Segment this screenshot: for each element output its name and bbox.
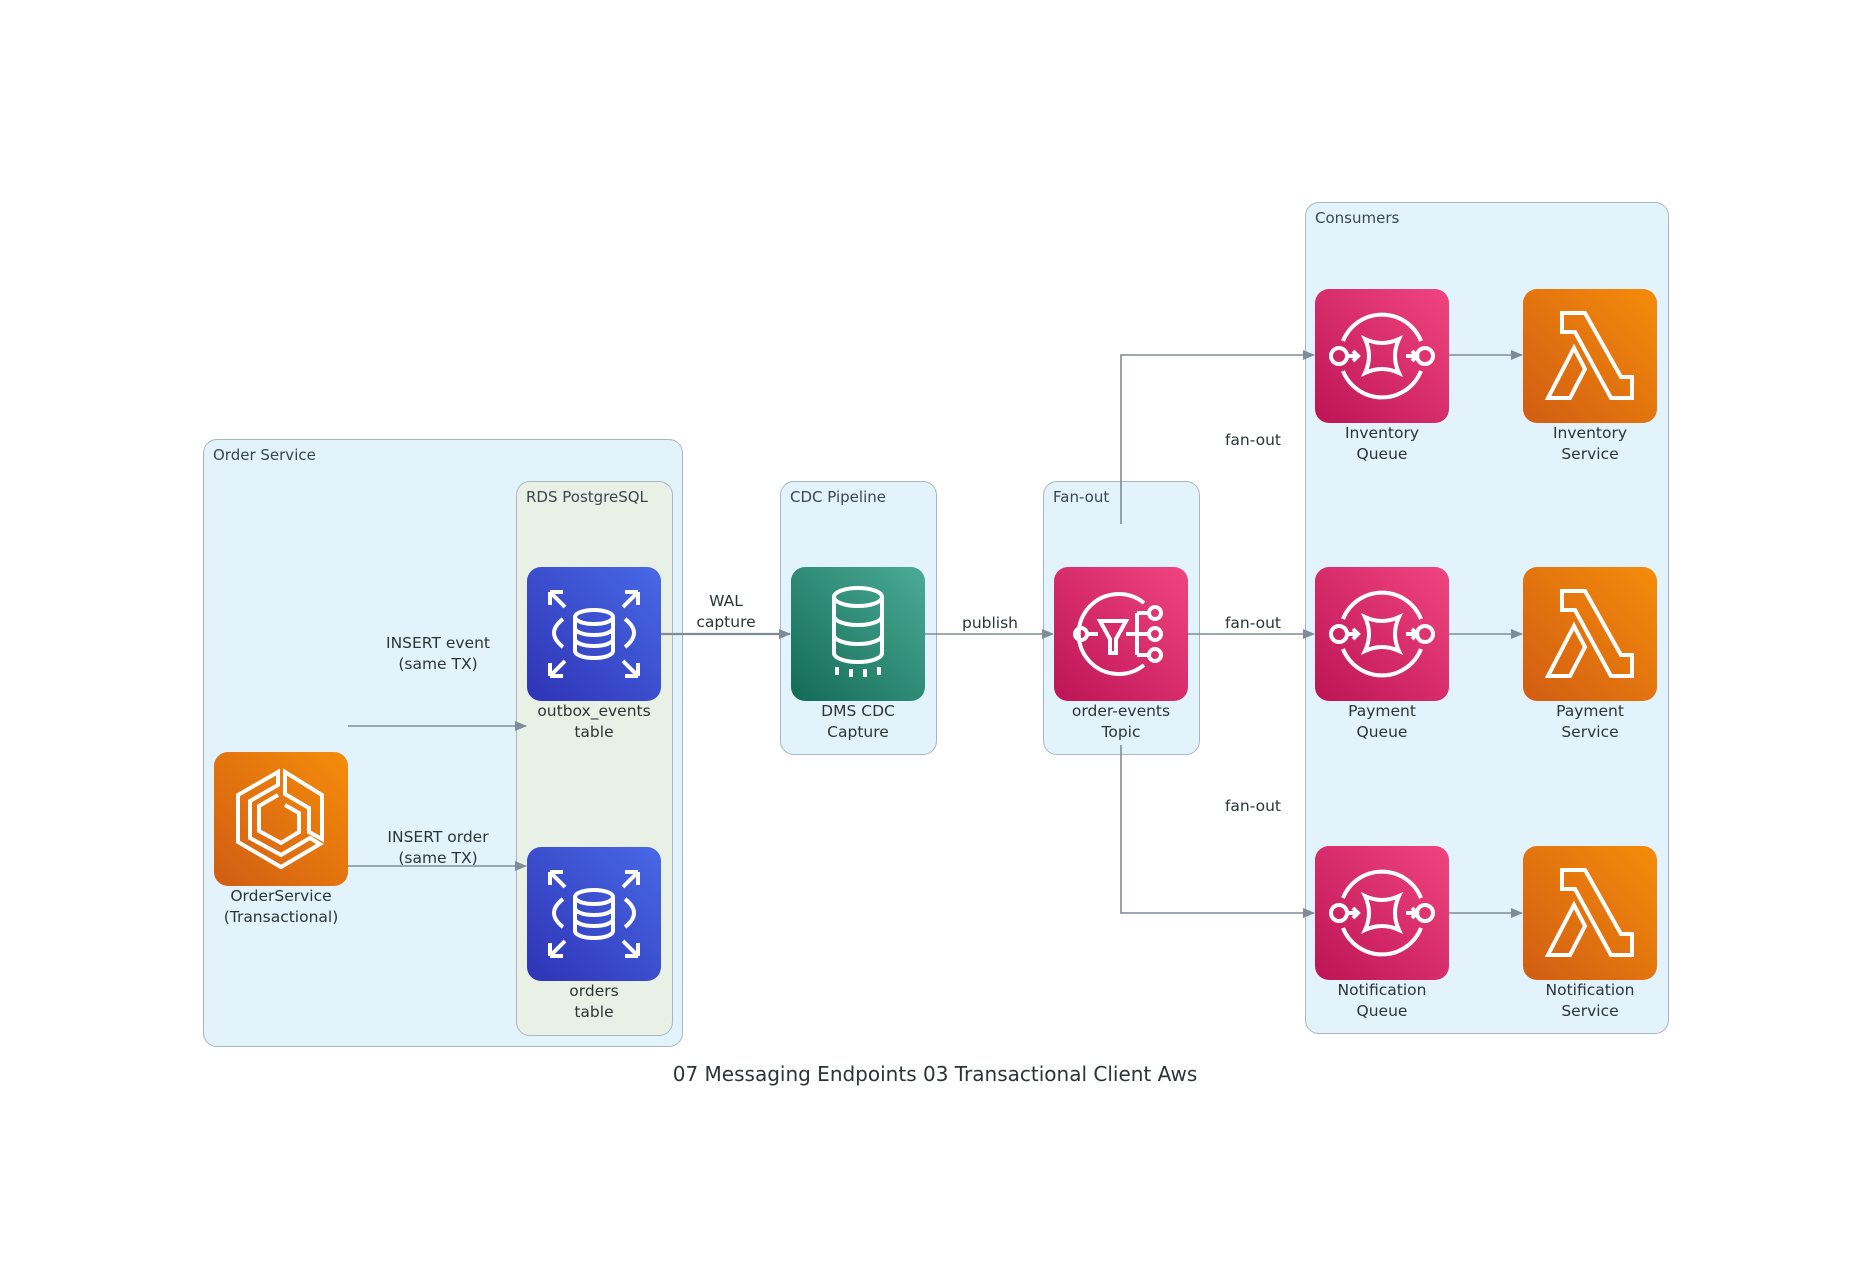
edge-label-line: fan-out bbox=[1224, 797, 1282, 815]
node-label-line: Payment bbox=[1348, 702, 1416, 720]
edge-label-fanout-top: fan-out bbox=[1213, 430, 1293, 451]
sqs-icon bbox=[1329, 312, 1435, 400]
node-label-line: Capture bbox=[827, 723, 889, 741]
node-label: Notification Service bbox=[1500, 980, 1680, 1022]
node-label-line: Queue bbox=[1356, 445, 1408, 463]
sqs-icon bbox=[1329, 869, 1435, 957]
edge-label-line: capture bbox=[696, 613, 756, 631]
node-label: Payment Queue bbox=[1292, 701, 1472, 743]
node-label-line: table bbox=[574, 1003, 614, 1021]
node-label-line: Notification bbox=[1337, 981, 1427, 999]
node-outbox-events-table[interactable] bbox=[527, 567, 661, 701]
node-label-line: Service bbox=[1561, 445, 1619, 463]
node-label-line: outbox_events bbox=[537, 702, 651, 720]
edge-label-line: INSERT order bbox=[387, 828, 489, 846]
sns-icon bbox=[1073, 592, 1163, 676]
edge-fanout-bot bbox=[1120, 745, 1315, 918]
node-inventory-service[interactable] bbox=[1523, 289, 1657, 423]
rds-icon bbox=[548, 590, 640, 678]
node-label-line: Topic bbox=[1101, 723, 1141, 741]
node-label-line: table bbox=[574, 723, 614, 741]
node-label-line: Inventory bbox=[1344, 424, 1420, 442]
node-label: outbox_events table bbox=[504, 701, 684, 743]
node-label: OrderService (Transactional) bbox=[191, 886, 371, 928]
node-label: Notification Queue bbox=[1292, 980, 1472, 1022]
edge-label-insert-event: INSERT event (same TX) bbox=[378, 633, 498, 675]
edge-label-wal-capture: WAL capture bbox=[686, 591, 766, 633]
edge-label-line: (same TX) bbox=[398, 849, 478, 867]
edge-label-line: fan-out bbox=[1224, 431, 1282, 449]
node-label: Payment Service bbox=[1500, 701, 1680, 743]
node-label-line: Notification bbox=[1545, 981, 1635, 999]
node-label-line: Service bbox=[1561, 1002, 1619, 1020]
group-label: CDC Pipeline bbox=[790, 488, 886, 506]
group-label: Consumers bbox=[1315, 209, 1400, 227]
edge-label-fanout-bot: fan-out bbox=[1213, 796, 1293, 817]
node-label-line: (Transactional) bbox=[223, 908, 339, 926]
edge-label-publish: publish bbox=[950, 613, 1030, 634]
node-notification-service[interactable] bbox=[1523, 846, 1657, 980]
node-notification-queue[interactable] bbox=[1315, 846, 1449, 980]
node-label: order-events Topic bbox=[1031, 701, 1211, 743]
dms-icon bbox=[832, 586, 884, 677]
node-inventory-queue[interactable] bbox=[1315, 289, 1449, 423]
node-label-line: orders bbox=[569, 982, 619, 1000]
node-label-line: Queue bbox=[1356, 1002, 1408, 1020]
edge-label-fanout-mid: fan-out bbox=[1213, 613, 1293, 634]
edge-label-line: publish bbox=[961, 614, 1018, 632]
node-label-line: Service bbox=[1561, 723, 1619, 741]
edge-label-line: (same TX) bbox=[398, 655, 478, 673]
lambda-icon bbox=[1544, 868, 1634, 957]
node-label: Inventory Queue bbox=[1292, 423, 1472, 465]
edge-label-line: fan-out bbox=[1224, 614, 1282, 632]
node-label: orders table bbox=[504, 981, 684, 1023]
node-dms-cdc-capture[interactable] bbox=[791, 567, 925, 701]
node-payment-queue[interactable] bbox=[1315, 567, 1449, 701]
diagram-title: 07 Messaging Endpoints 03 Transactional … bbox=[672, 1062, 1198, 1086]
edge-label-insert-order: INSERT order (same TX) bbox=[378, 827, 498, 869]
lambda-icon bbox=[1544, 311, 1634, 400]
group-label: Order Service bbox=[213, 446, 316, 464]
group-label: RDS PostgreSQL bbox=[526, 488, 648, 506]
node-label-line: Payment bbox=[1556, 702, 1624, 720]
sqs-icon bbox=[1329, 590, 1435, 678]
node-label-line: OrderService bbox=[230, 887, 332, 905]
group-label: Fan-out bbox=[1053, 488, 1110, 506]
edge-label-line: INSERT event bbox=[386, 634, 490, 652]
node-order-events-topic[interactable] bbox=[1054, 567, 1188, 701]
edge-label-line: WAL bbox=[709, 592, 743, 610]
node-label-line: Queue bbox=[1356, 723, 1408, 741]
lambda-icon bbox=[1544, 589, 1634, 678]
node-orders-table[interactable] bbox=[527, 847, 661, 981]
node-order-service[interactable] bbox=[214, 752, 348, 886]
node-label-line: DMS CDC bbox=[821, 702, 895, 720]
node-payment-service[interactable] bbox=[1523, 567, 1657, 701]
ecs-icon bbox=[236, 768, 324, 870]
node-label: Inventory Service bbox=[1500, 423, 1680, 465]
node-label-line: order-events bbox=[1071, 702, 1171, 720]
node-label-line: Inventory bbox=[1552, 424, 1628, 442]
node-label: DMS CDC Capture bbox=[768, 701, 948, 743]
rds-icon bbox=[548, 870, 640, 958]
